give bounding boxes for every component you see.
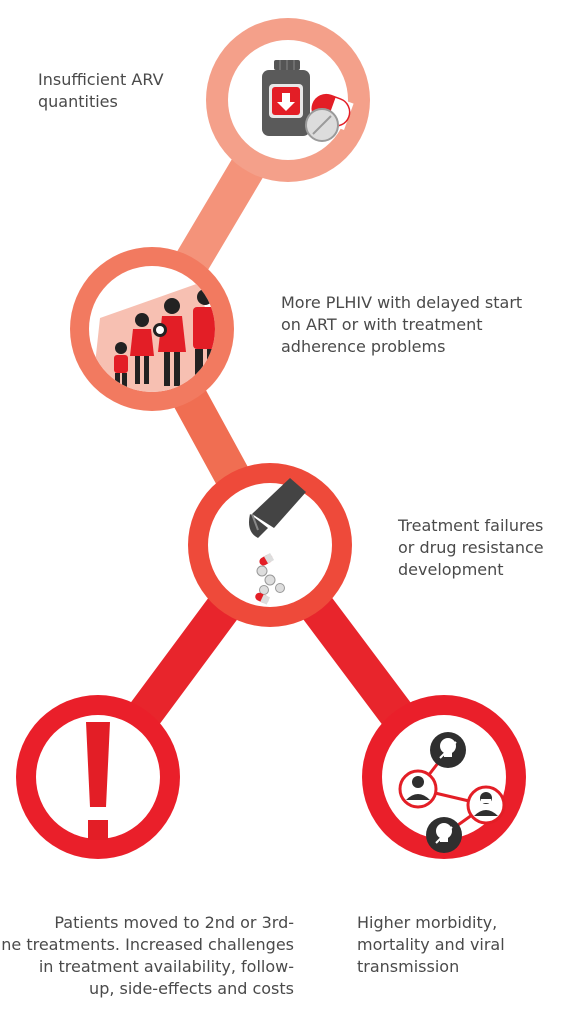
exclamation-icon bbox=[86, 722, 110, 840]
label-line: line treatments. Increased challenges bbox=[0, 935, 294, 954]
label-line: mortality and viral bbox=[357, 935, 505, 954]
node-insufficient-arv bbox=[206, 18, 370, 182]
label-line: in treatment availability, follow- bbox=[38, 957, 294, 976]
label-second-line: Patients moved to 2nd or 3rd- line treat… bbox=[0, 912, 294, 1000]
label-delayed-start: More PLHIV with delayed start on ART or … bbox=[281, 292, 522, 358]
node-morbidity bbox=[362, 695, 526, 859]
label-line: development bbox=[398, 560, 504, 579]
label-line: on ART or with treatment bbox=[281, 315, 483, 334]
label-line: Insufficient ARV bbox=[38, 70, 164, 89]
label-line: More PLHIV with delayed start bbox=[281, 293, 523, 312]
node-delayed-start bbox=[70, 247, 234, 411]
label-morbidity: Higher morbidity, mortality and viral tr… bbox=[357, 912, 505, 978]
transmission-network-icon bbox=[398, 732, 506, 853]
label-line: Treatment failures bbox=[398, 516, 544, 535]
node-second-line bbox=[16, 695, 180, 859]
label-line: or drug resistance bbox=[398, 538, 544, 557]
label-line: quantities bbox=[38, 92, 118, 111]
label-line: Patients moved to 2nd or 3rd- bbox=[54, 913, 294, 932]
label-line: Higher morbidity, bbox=[357, 913, 498, 932]
label-line: transmission bbox=[357, 957, 460, 976]
hand-dropping-pills-icon bbox=[249, 478, 306, 605]
medicine-bottle-pills-icon bbox=[262, 60, 354, 142]
label-insufficient-arv: Insufficient ARV quantities bbox=[38, 69, 164, 113]
node-treatment-failures bbox=[188, 463, 352, 627]
label-line: up, side-effects and costs bbox=[89, 979, 294, 998]
label-treatment-failures: Treatment failures or drug resistance de… bbox=[398, 515, 544, 581]
connectors bbox=[80, 82, 462, 795]
label-line: adherence problems bbox=[281, 337, 446, 356]
family-people-icon bbox=[92, 282, 215, 392]
